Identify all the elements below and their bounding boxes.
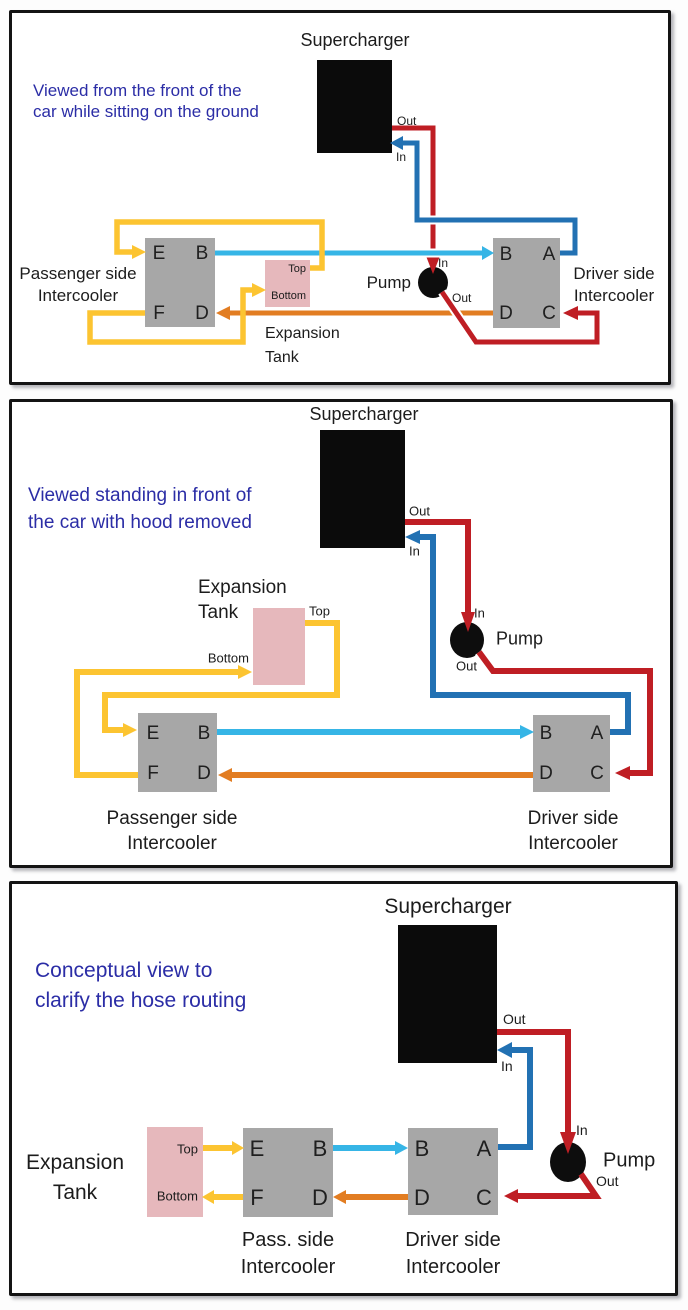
pump-out-label: Out <box>456 658 477 674</box>
pump-circle <box>450 622 484 658</box>
passenger-port-e: E <box>249 1136 265 1161</box>
tank-name-line2: Tank <box>265 349 299 366</box>
supercharger-label: Supercharger <box>300 30 410 50</box>
passenger-port-f: F <box>147 763 159 784</box>
expansion-tank-label: Expansion Tank <box>198 575 287 625</box>
view-caption-line2: car while sitting on the ground <box>33 102 259 121</box>
driver-port-a: A <box>542 244 556 265</box>
passenger-port-f: F <box>250 1185 264 1210</box>
driver-name-line2: Intercooler <box>528 833 618 854</box>
view-caption-line1: Viewed from the front of the <box>33 81 242 100</box>
view-caption-line1: Viewed standing in front of <box>28 485 252 506</box>
driver-intercooler-box <box>408 1128 498 1215</box>
tank-top-label: Top <box>288 263 306 275</box>
driver-name-line1: Driver side <box>573 264 655 283</box>
supercharger-box <box>398 925 497 1063</box>
driver-name-line2: Intercooler <box>405 1256 501 1278</box>
driver-name-line2: Intercooler <box>573 286 655 305</box>
view-caption-line1: Conceptual view to <box>35 959 213 982</box>
passenger-name-line2: Intercooler <box>37 286 119 305</box>
expansion-tank-label: Expansion Tank <box>265 322 340 370</box>
pump-in-label: In <box>576 1122 588 1138</box>
pump-out-label: Out <box>596 1173 619 1189</box>
pump-circle <box>550 1142 586 1182</box>
passenger-port-e: E <box>146 723 160 744</box>
tank-name-line2: Tank <box>52 1181 98 1204</box>
supercharger-in-label: In <box>409 543 420 559</box>
driver-port-a: A <box>590 723 604 744</box>
driver-intercooler-label: Driver side Intercooler <box>528 806 619 856</box>
passenger-port-e: E <box>152 243 166 264</box>
view-caption-line2: the car with hood removed <box>28 512 252 533</box>
supercharger-in-label: In <box>501 1058 513 1074</box>
pump-circle <box>418 267 448 298</box>
driver-port-a: A <box>476 1136 492 1161</box>
supercharger-label: Supercharger <box>384 895 512 918</box>
expansion-tank-label: Expansion Tank <box>26 1148 124 1208</box>
driver-port-b: B <box>499 244 513 265</box>
driver-name-line1: Driver side <box>405 1229 501 1251</box>
panel-conceptual-view <box>9 881 678 1296</box>
driver-intercooler-label: Driver side Intercooler <box>573 263 654 307</box>
passenger-port-f: F <box>153 303 165 324</box>
pump-label: Pump <box>366 273 411 292</box>
driver-intercooler-label: Driver side Intercooler <box>405 1227 501 1281</box>
driver-port-c: C <box>476 1185 492 1210</box>
passenger-port-d: D <box>197 763 211 784</box>
driver-port-c: C <box>542 303 556 324</box>
passenger-port-b: B <box>197 723 211 744</box>
tank-name-line1: Expansion <box>25 1151 125 1174</box>
passenger-intercooler-label: Passenger side Intercooler <box>107 806 238 856</box>
tank-name-line1: Expansion <box>198 577 287 598</box>
supercharger-box <box>317 60 392 153</box>
pump-label: Pump <box>496 628 544 649</box>
passenger-intercooler-label: Pass. side Intercooler <box>241 1227 336 1281</box>
passenger-port-b: B <box>312 1136 328 1161</box>
view-caption: Viewed from the front of the car while s… <box>33 80 259 122</box>
view-caption: Conceptual view to clarify the hose rout… <box>35 956 246 1016</box>
driver-name-line1: Driver side <box>527 808 619 829</box>
tank-bottom-label: Bottom <box>271 290 306 302</box>
supercharger-in-label: In <box>396 150 407 164</box>
view-caption: Viewed standing in front of the car with… <box>28 482 252 536</box>
driver-port-c: C <box>590 763 604 784</box>
passenger-port-d: D <box>312 1185 328 1210</box>
tank-bottom-label: Bottom <box>207 650 249 666</box>
driver-port-b: B <box>539 723 553 744</box>
pump-in-label: In <box>438 256 449 270</box>
tank-top-label: Top <box>177 1141 198 1157</box>
pump-out-label: Out <box>452 291 472 305</box>
supercharger-box <box>320 430 405 548</box>
supercharger-out-label: Out <box>397 114 417 128</box>
pump-label: Pump <box>603 1149 656 1172</box>
driver-port-d: D <box>499 303 513 324</box>
view-caption-line2: clarify the hose routing <box>35 989 247 1012</box>
passenger-port-b: B <box>195 243 209 264</box>
passenger-name-line1: Pass. side <box>241 1229 335 1251</box>
passenger-port-d: D <box>195 303 209 324</box>
passenger-name-line2: Intercooler <box>240 1256 336 1278</box>
passenger-intercooler-label: Passenger side Intercooler <box>19 263 136 307</box>
passenger-name-line2: Intercooler <box>127 833 217 854</box>
passenger-intercooler-box <box>243 1128 333 1217</box>
tank-name-line1: Expansion <box>265 325 340 342</box>
tank-bottom-label: Bottom <box>156 1188 198 1204</box>
tank-name-line2: Tank <box>198 602 239 623</box>
supercharger-out-label: Out <box>503 1011 526 1027</box>
pump-in-label: In <box>474 605 485 621</box>
supercharger-out-label: Out <box>409 503 430 519</box>
driver-port-b: B <box>414 1136 430 1161</box>
passenger-name-line1: Passenger side <box>19 264 137 283</box>
expansion-tank-box <box>147 1127 203 1217</box>
passenger-name-line1: Passenger side <box>106 808 238 829</box>
supercharger-label: Supercharger <box>309 404 419 424</box>
tank-top-label: Top <box>309 603 330 619</box>
driver-port-d: D <box>414 1185 430 1210</box>
driver-port-d: D <box>539 763 553 784</box>
